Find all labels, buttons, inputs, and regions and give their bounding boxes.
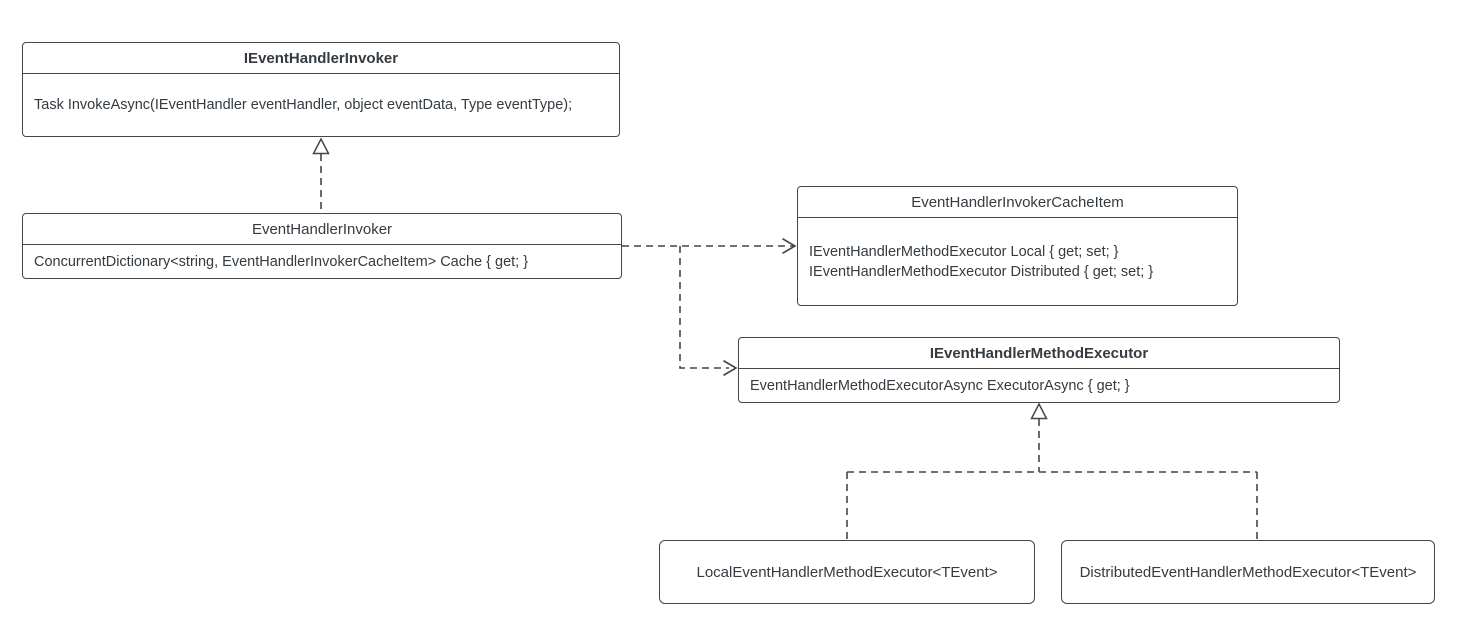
class-member: IEventHandlerMethodExecutor Distributed … (809, 263, 1154, 280)
dependency-arrowhead-icon-cacheitem (782, 238, 797, 254)
class-title: IEventHandlerInvoker (23, 43, 619, 74)
class-box-eventhandlerinvokercacheitem[interactable]: EventHandlerInvokerCacheItem IEventHandl… (797, 186, 1238, 306)
class-members: ConcurrentDictionary<string, EventHandle… (23, 245, 621, 278)
class-box-localeventhandlermethodexecutor[interactable]: LocalEventHandlerMethodExecutor<TEvent> (659, 540, 1035, 604)
class-title: EventHandlerInvokerCacheItem (798, 187, 1237, 218)
class-box-distributedeventhandlermethodexecutor[interactable]: DistributedEventHandlerMethodExecutor<TE… (1061, 540, 1435, 604)
class-member: IEventHandlerMethodExecutor Local { get;… (809, 243, 1119, 260)
class-member: EventHandlerMethodExecutorAsync Executor… (750, 377, 1130, 394)
class-members: EventHandlerMethodExecutorAsync Executor… (739, 369, 1339, 402)
class-member: Task InvokeAsync(IEventHandler eventHand… (34, 97, 573, 113)
class-members: Task InvokeAsync(IEventHandler eventHand… (23, 74, 619, 136)
class-members: IEventHandlerMethodExecutor Local { get;… (798, 218, 1237, 305)
class-title: DistributedEventHandlerMethodExecutor<TE… (1079, 563, 1417, 581)
realization-triangle-icon-methodexecutor (1030, 402, 1048, 420)
class-member: ConcurrentDictionary<string, EventHandle… (34, 253, 529, 270)
dependency-line-methodexecutor (679, 246, 729, 369)
realization-triangle-icon (312, 137, 330, 155)
class-title: EventHandlerInvoker (23, 214, 621, 245)
class-box-eventhandlerinvoker[interactable]: EventHandlerInvoker ConcurrentDictionary… (22, 213, 622, 279)
class-box-ieventhandlerinvoker[interactable]: IEventHandlerInvoker Task InvokeAsync(IE… (22, 42, 620, 137)
dependency-arrowhead-icon-methodexecutor (723, 360, 738, 376)
class-title: IEventHandlerMethodExecutor (739, 338, 1339, 369)
class-title: LocalEventHandlerMethodExecutor<TEvent> (696, 563, 998, 581)
class-box-ieventhandlermethodexecutor[interactable]: IEventHandlerMethodExecutor EventHandler… (738, 337, 1340, 403)
realization-lines-executors (846, 419, 1258, 540)
